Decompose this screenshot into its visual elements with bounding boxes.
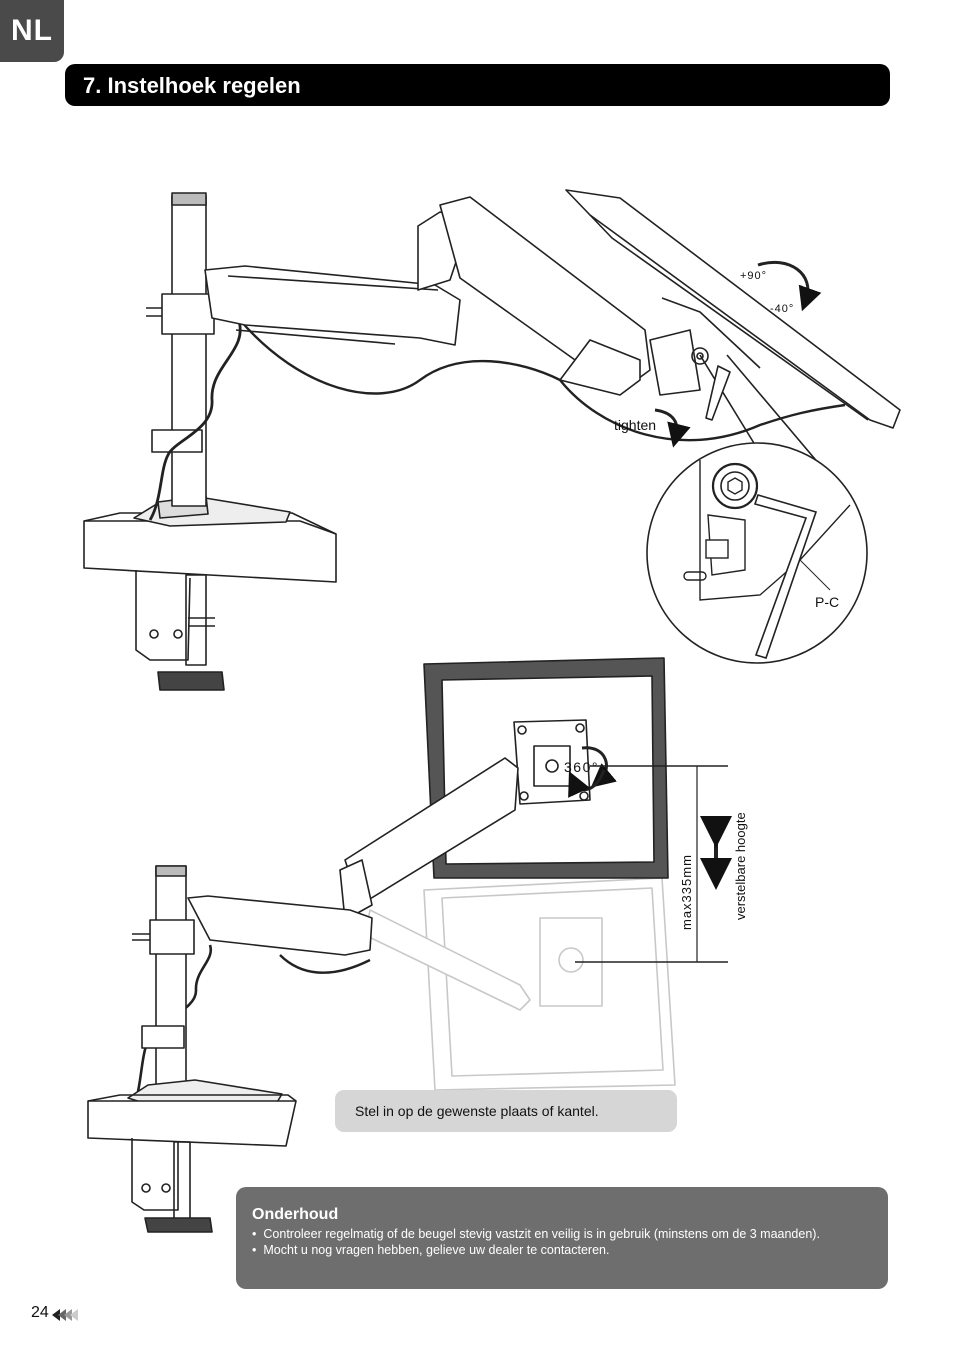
tighten-label: tighten — [614, 417, 656, 433]
tool-label: P-C — [815, 594, 839, 610]
adjustable-height-label: verstelbare hoogte — [733, 812, 748, 920]
page-arrows-icon — [52, 1309, 78, 1321]
maintenance-list: Controleer regelmatig of de beugel stevi… — [252, 1226, 820, 1258]
maintenance-box: Onderhoud Controleer regelmatig of de be… — [236, 1187, 888, 1289]
rotation-label: 360° — [564, 759, 599, 775]
caption-text: Stel in op de gewenste plaats of kantel. — [355, 1103, 599, 1119]
max-height-label: max335mm — [679, 854, 694, 930]
maintenance-item: Controleer regelmatig of de beugel stevi… — [252, 1226, 820, 1242]
upper-arm-diagram — [83, 189, 901, 691]
tilt-minus-label: -40° — [770, 303, 794, 315]
language-tab: NL — [0, 0, 64, 62]
caption-box: Stel in op de gewenste plaats of kantel. — [335, 1090, 677, 1132]
allen-key-icon — [753, 494, 818, 659]
maintenance-item: Mocht u nog vragen hebben, gelieve uw de… — [252, 1242, 820, 1258]
tilt-plus-label: +90° — [740, 270, 767, 282]
detail-zoom-circle — [646, 442, 868, 664]
lower-arm-diagram — [87, 657, 732, 1233]
section-title: 7. Instelhoek regelen — [83, 73, 301, 98]
maintenance-title: Onderhoud — [252, 1206, 339, 1223]
page-number: 24 — [31, 1304, 49, 1321]
section-header: 7. Instelhoek regelen — [65, 64, 890, 106]
